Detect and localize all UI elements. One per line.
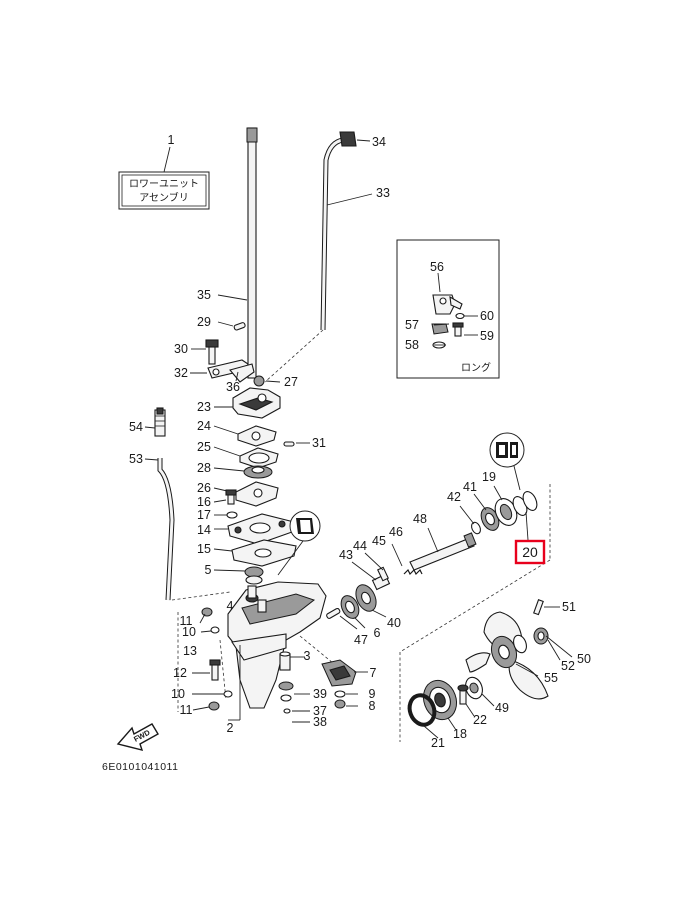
callout-14[interactable]: 14	[197, 523, 211, 537]
callout-48[interactable]: 48	[413, 512, 427, 526]
callout-33[interactable]: 33	[376, 186, 390, 200]
callout-9[interactable]: 9	[369, 687, 376, 701]
fwd-arrow: FWD	[116, 723, 159, 751]
callout-15[interactable]: 15	[197, 542, 211, 556]
callout-2[interactable]: 2	[227, 721, 234, 735]
diagram-code: 6E0101041011	[102, 761, 178, 773]
dotted-frame	[177, 484, 551, 742]
callout-54[interactable]: 54	[129, 420, 143, 434]
callout-10-bottom[interactable]: 10	[171, 687, 185, 701]
callout-52[interactable]: 52	[561, 659, 575, 673]
plate-stack	[213, 481, 297, 585]
callout-25[interactable]: 25	[197, 440, 211, 454]
callout-60[interactable]: 60	[480, 309, 494, 323]
callout-49[interactable]: 49	[495, 701, 509, 715]
assembly-label-box: ロワーユニット アセンブリ	[118, 146, 210, 210]
callout-11-bottom[interactable]: 11	[180, 703, 193, 717]
bottom-centre-parts	[278, 651, 368, 723]
assembly-label-line1: ロワーユニット	[129, 179, 199, 190]
callout-12[interactable]: 12	[173, 666, 187, 680]
callout-17[interactable]: 17	[197, 508, 211, 522]
inset-long-box: ロング	[396, 239, 500, 379]
callout-57[interactable]: 57	[405, 318, 419, 332]
callout-19[interactable]: 19	[482, 470, 496, 484]
callout-30[interactable]: 30	[174, 342, 188, 356]
callout-58[interactable]: 58	[405, 338, 419, 352]
callout-47[interactable]: 47	[354, 633, 368, 647]
callout-labels: 1 2 3 4 5 6 7 8 9 10 10 11 11 12 13 14 1…	[129, 133, 591, 750]
shift-rod	[264, 131, 373, 383]
propeller-shaft-train	[326, 485, 538, 630]
callout-39[interactable]: 39	[313, 687, 327, 701]
callout-59[interactable]: 59	[480, 329, 494, 343]
callout-11-top[interactable]: 11	[180, 614, 193, 628]
assembly-label-line2: アセンブリ	[139, 191, 189, 204]
lower-case	[219, 581, 345, 721]
callout-45[interactable]: 45	[372, 534, 386, 548]
callout-32[interactable]: 32	[174, 366, 188, 380]
callout-36[interactable]: 36	[226, 380, 240, 394]
callout-29[interactable]: 29	[197, 315, 211, 329]
callout-24[interactable]: 24	[197, 419, 211, 433]
left-bolts	[192, 607, 233, 711]
callout-21[interactable]: 21	[431, 736, 445, 750]
propeller-assembly	[407, 599, 573, 739]
callout-51[interactable]: 51	[562, 600, 576, 614]
seal-detail-inset	[277, 510, 321, 576]
callout-42[interactable]: 42	[447, 490, 461, 504]
highlight-box-20	[514, 539, 546, 565]
inset-label: ロング	[461, 361, 491, 374]
upper-housing	[214, 387, 281, 419]
callout-18[interactable]: 18	[453, 727, 467, 741]
callout-10-top[interactable]: 10	[182, 625, 196, 639]
callout-41[interactable]: 41	[463, 480, 477, 494]
callout-56[interactable]: 56	[430, 260, 444, 274]
callout-3[interactable]: 3	[304, 649, 311, 663]
callout-13[interactable]: 13	[183, 644, 197, 658]
callout-1[interactable]: 1	[168, 133, 175, 147]
callout-20[interactable]: 20	[522, 544, 538, 560]
callout-37[interactable]: 37	[313, 704, 327, 718]
callout-5[interactable]: 5	[205, 563, 212, 577]
callout-4[interactable]: 4	[227, 599, 234, 613]
callout-26[interactable]: 26	[197, 481, 211, 495]
callout-35[interactable]: 35	[197, 288, 211, 302]
callout-53[interactable]: 53	[129, 452, 143, 466]
callout-38[interactable]: 38	[313, 715, 327, 729]
callout-34[interactable]: 34	[372, 135, 386, 149]
callout-23[interactable]: 23	[197, 400, 211, 414]
callout-31[interactable]: 31	[312, 436, 326, 450]
callout-27[interactable]: 27	[284, 375, 298, 389]
oil-seal-inset	[489, 432, 525, 491]
callout-28[interactable]: 28	[197, 461, 211, 475]
water-pump-stack	[213, 425, 310, 479]
drive-shaft	[217, 127, 258, 379]
callout-43[interactable]: 43	[339, 548, 353, 562]
callout-8[interactable]: 8	[369, 699, 376, 713]
callout-40[interactable]: 40	[387, 616, 401, 630]
lower-shift-rod	[144, 407, 231, 601]
callout-55[interactable]: 55	[544, 671, 558, 685]
callout-50[interactable]: 50	[577, 652, 591, 666]
callout-16[interactable]: 16	[197, 495, 211, 509]
callout-46[interactable]: 46	[389, 525, 403, 539]
callout-6[interactable]: 6	[374, 626, 381, 640]
callout-22[interactable]: 22	[473, 713, 487, 727]
callout-7[interactable]: 7	[370, 666, 377, 680]
callout-44[interactable]: 44	[353, 539, 367, 553]
upper-small-parts	[190, 321, 281, 387]
